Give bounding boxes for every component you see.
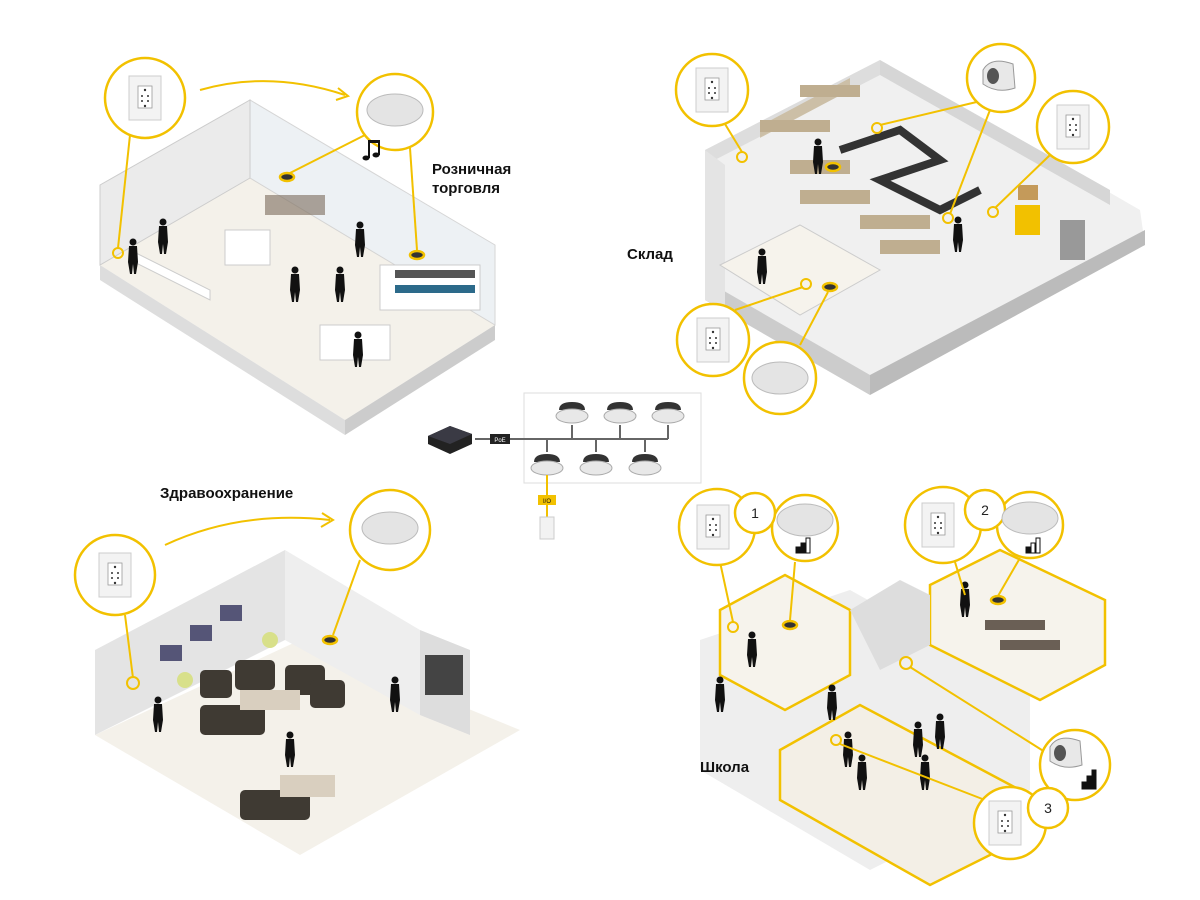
retail-scene xyxy=(99,99,496,435)
retail-label-line1: Розничная xyxy=(432,161,512,178)
zone-1-label: 1 xyxy=(751,505,759,521)
poe-switch-icon xyxy=(428,426,472,454)
warehouse-scene xyxy=(705,60,1145,395)
music-note-icon xyxy=(362,140,380,161)
io-label: I/O xyxy=(543,499,551,505)
healthcare-scene xyxy=(95,550,520,855)
healthcare-label: Здравоохранение xyxy=(160,485,294,502)
callout-lines xyxy=(117,80,1051,801)
io-wall-panel-icon xyxy=(539,516,555,540)
poe-label: PoE xyxy=(494,438,505,444)
signal-bars-icon xyxy=(795,537,1097,790)
callout-contents xyxy=(98,60,1097,846)
zone-2-label: 2 xyxy=(981,502,989,518)
wall-control-panel-icon xyxy=(128,75,162,121)
school-label: Школа xyxy=(700,759,750,776)
warehouse-label: Склад xyxy=(627,246,673,263)
network-diagram xyxy=(428,392,702,540)
retail-label: Розничная торговля xyxy=(432,160,511,198)
zone-3-label: 3 xyxy=(1044,800,1052,816)
ceiling-speaker-icon xyxy=(366,93,424,127)
retail-label-line2: торговля xyxy=(432,180,500,197)
school-scene xyxy=(700,548,1107,887)
